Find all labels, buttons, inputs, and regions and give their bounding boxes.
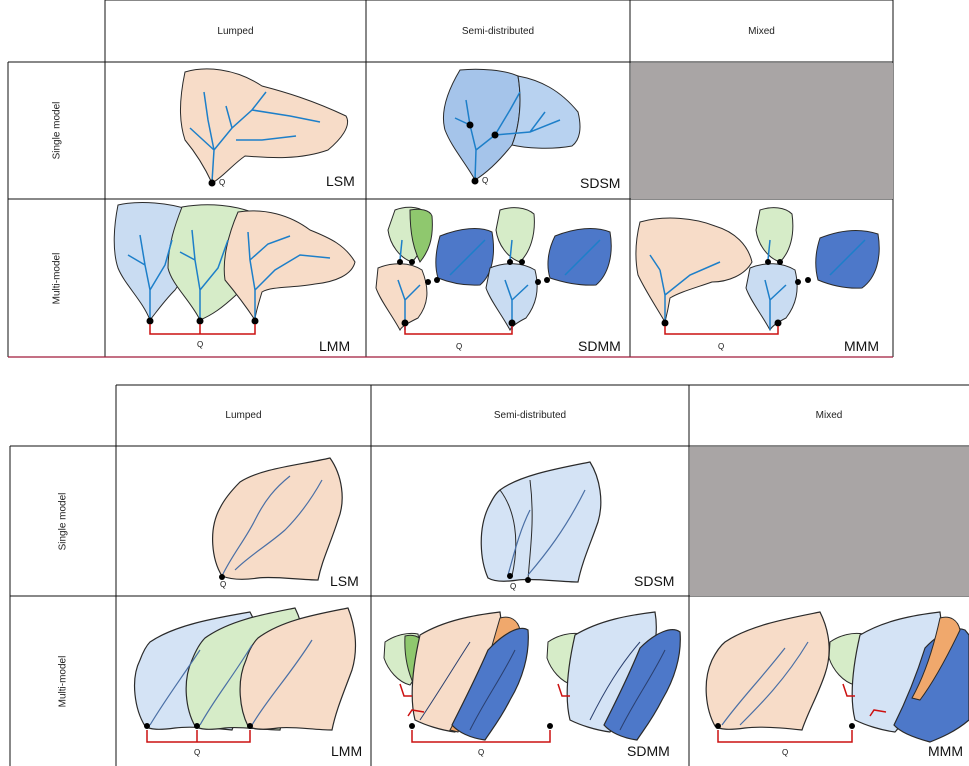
bottom-grid — [9, 384, 969, 766]
top-mmm-catchments — [635, 207, 880, 335]
top-lmm-code: LMM — [319, 338, 351, 354]
top-empty-mixed-single-cell — [631, 63, 893, 199]
top-mmm-code: MMM — [844, 338, 879, 354]
top-sdmm-outlet-label: Q — [456, 342, 463, 351]
top-sdsm-catchment — [442, 68, 581, 185]
bottom-panel: Lumped Semi-distributed Mixed Single mod… — [0, 380, 969, 766]
top-lmm-outlet-label: Q — [197, 340, 204, 349]
top-sdmm-catchments — [375, 206, 612, 335]
top-lsm-outlet-label: Q — [219, 178, 226, 187]
top-sdsm-outlet-label: Q — [482, 176, 489, 185]
bottom-sdsm-catchment — [480, 461, 602, 583]
bottom-mmm-outlet-label: Q — [782, 748, 789, 757]
top-mmm-outlet-label: Q — [718, 342, 725, 351]
top-lsm-code: LSM — [326, 173, 355, 189]
top-column-header-mixed: Mixed — [748, 25, 775, 37]
top-panel: Lumped Semi-distributed Mixed Single mod… — [0, 0, 969, 360]
top-sdmm-code: SDMM — [578, 338, 621, 354]
bottom-column-header-mixed: Mixed — [815, 410, 843, 421]
bottom-sdsm-code: SDSM — [634, 573, 675, 589]
top-row-label-multi-model: Multi-model — [51, 252, 62, 304]
bottom-sdmm-catchments — [383, 611, 681, 743]
bottom-row-label-multi-model: Multi-model — [57, 655, 69, 707]
bottom-sdmm-code: SDMM — [627, 743, 670, 759]
bottom-lmm-catchments — [134, 607, 357, 743]
top-column-header-lumped: Lumped — [217, 25, 254, 37]
bottom-sdsm-outlet-label: Q — [510, 582, 517, 591]
bottom-lsm-catchment — [212, 457, 343, 581]
bottom-lmm-code: LMM — [331, 743, 363, 759]
bottom-row-label-single-model: Single model — [57, 492, 69, 550]
bottom-sdmm-outlet-label: Q — [478, 748, 485, 757]
top-sdsm-code: SDSM — [580, 175, 621, 191]
bottom-lsm-outlet-label: Q — [220, 580, 227, 589]
top-column-header-semi-distributed: Semi-distributed — [461, 25, 535, 37]
bottom-mmm-catchments — [705, 611, 969, 743]
bottom-empty-mixed-single-cell — [690, 447, 969, 596]
top-lmm-catchments — [113, 202, 356, 335]
bottom-lsm-code: LSM — [330, 573, 359, 589]
top-grid — [7, 0, 894, 358]
bottom-mmm-code: MMM — [928, 743, 963, 759]
top-lsm-catchment — [179, 68, 348, 187]
top-row-label-single-model: Single model — [51, 101, 62, 160]
bottom-column-header-lumped: Lumped — [225, 410, 262, 421]
bottom-column-header-semi-distributed: Semi-distributed — [493, 410, 567, 421]
bottom-lmm-outlet-label: Q — [194, 748, 201, 757]
